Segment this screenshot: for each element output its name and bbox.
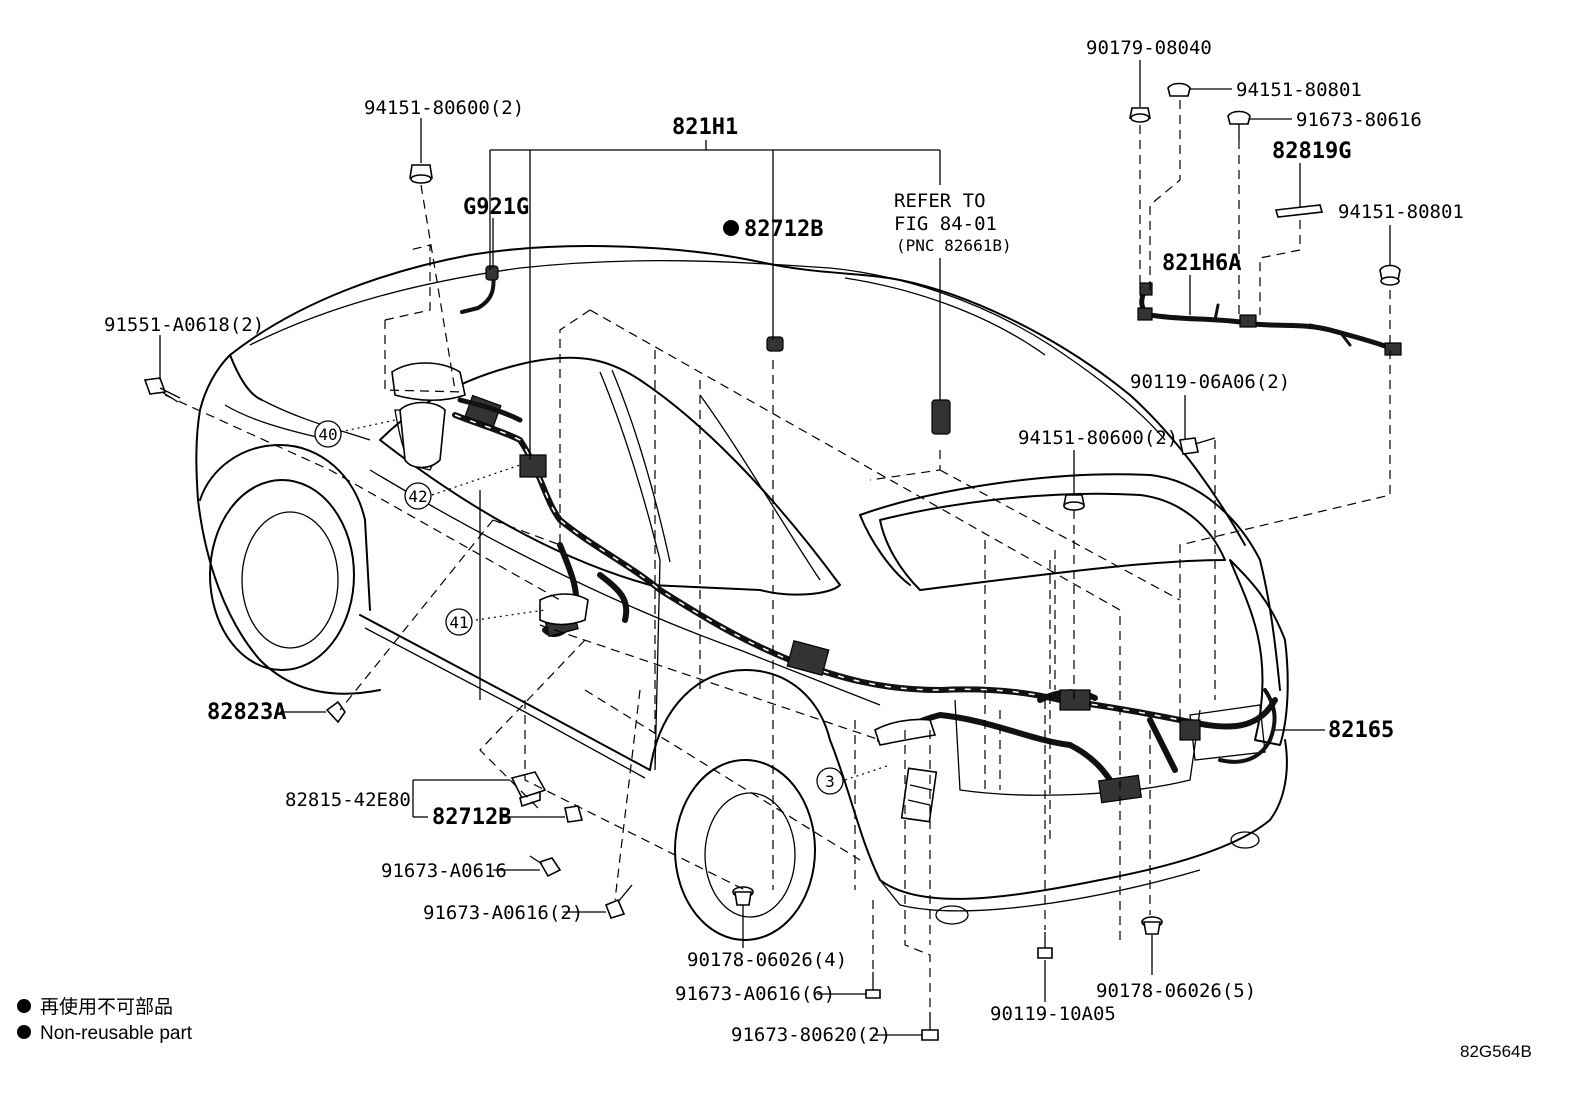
callout-42-text: 42 [408,487,427,506]
label-91673-A0616-6: 91673-A0616(6) [675,983,835,1005]
label-82712B-bottom: 82712B [432,805,511,830]
legend-bullet-jp [17,999,31,1013]
label-91551: 91551-A0618(2) [104,314,264,336]
label-91673-A0616: 91673-A0616 [381,860,507,882]
leader-lines [159,60,1391,1036]
callouts: 40 42 41 3 [314,420,844,795]
non-reusable-marker [723,220,739,236]
callout-3-text: 3 [825,772,835,791]
label-G921G: G921G [463,195,529,220]
callout-42 [404,482,432,510]
label-94151-80600-mid: 94151-80600(2) [1018,427,1178,449]
label-pnc: (PNC 82661B) [896,236,1012,255]
callout-41-text: 41 [449,613,468,632]
label-90178-06026-4: 90178-06026(4) [687,949,847,971]
part-labels: 94151-80600(2) 821H1 G921G 82712B REFER … [104,37,1464,1046]
detail-821H6A [1129,82,1402,356]
label-90119-06A06: 90119-06A06(2) [1130,371,1290,393]
callout-3 [816,767,844,795]
fasteners [143,164,1216,1041]
label-90179: 90179-08040 [1086,37,1212,59]
label-82823A: 82823A [207,700,286,725]
label-90178-06026-5: 90178-06026(5) [1096,980,1256,1002]
callout-40-text: 40 [318,425,337,444]
vehicle-body-outline [195,245,1289,941]
label-821H6A: 821H6A [1162,251,1241,276]
label-821H1: 821H1 [672,115,738,140]
callout-41 [445,608,473,636]
label-82815: 82815-42E80 [285,789,411,811]
label-82712B-top: 82712B [744,217,823,242]
legend-text-jp: 再使用不可部品 [40,996,173,1018]
label-91673-80616: 91673-80616 [1296,109,1422,131]
legend-bullet-en [17,1025,31,1039]
label-fig: FIG 84-01 [894,213,997,235]
figure-code: 82G564B [1460,1042,1532,1061]
label-94151-80801-a: 94151-80801 [1236,79,1362,101]
label-90119-10A05: 90119-10A05 [990,1003,1116,1025]
label-94151-80600-top: 94151-80600(2) [364,97,524,119]
label-82165: 82165 [1328,718,1394,743]
callout-40 [314,420,342,448]
label-91673-A0616-2: 91673-A0616(2) [423,902,583,924]
label-refer-to: REFER TO [894,190,986,212]
guide-lines [164,100,1391,1010]
legend: 再使用不可部品 Non-reusable part [17,996,193,1044]
legend-text-en: Non-reusable part [40,1023,193,1044]
label-91673-80620-2: 91673-80620(2) [731,1024,891,1046]
label-94151-80801-b: 94151-80801 [1338,201,1464,223]
label-82819G: 82819G [1272,139,1351,164]
